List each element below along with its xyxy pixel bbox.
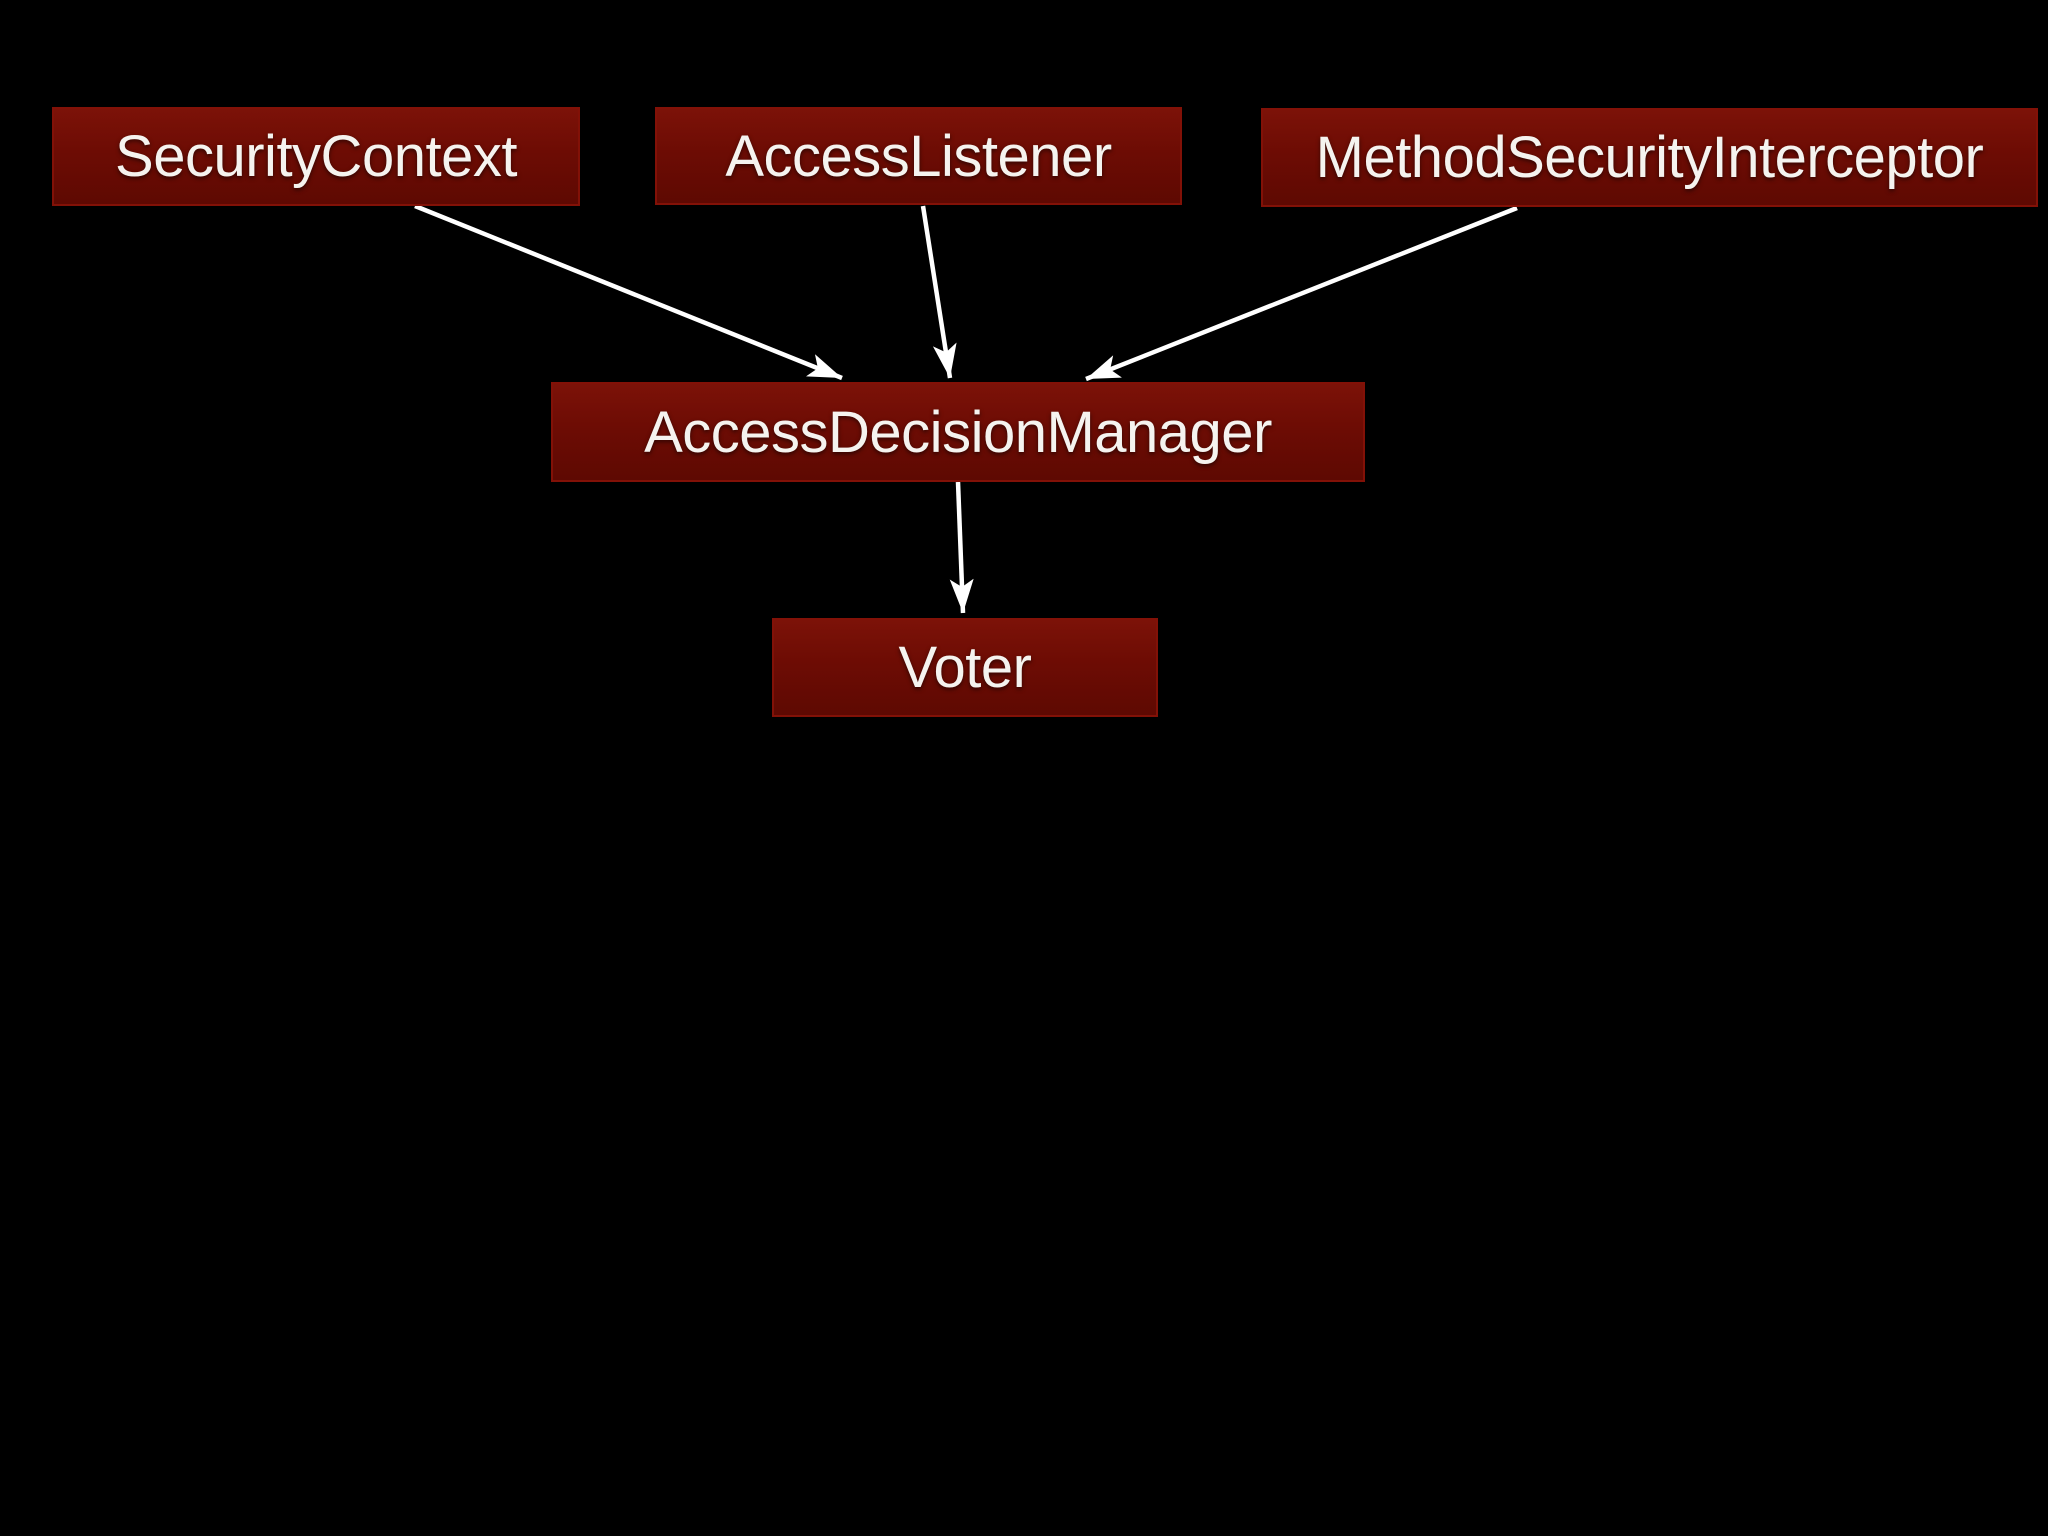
node-voter: Voter [772,618,1158,717]
node-access-decision-manager: AccessDecisionManager [551,382,1365,482]
node-access-listener-label: AccessListener [725,123,1112,189]
node-security-context: SecurityContext [52,107,580,206]
node-access-listener: AccessListener [655,107,1182,205]
node-method-security-interceptor-label: MethodSecurityInterceptor [1315,125,1984,190]
node-access-decision-manager-label: AccessDecisionManager [644,399,1272,465]
arrow-accessdecisionmanager-to-voter [949,481,974,614]
node-security-context-label: SecurityContext [115,124,517,189]
node-method-security-interceptor: MethodSecurityInterceptor [1261,108,2038,207]
node-voter-label: Voter [898,635,1032,700]
arrow-securitycontext-to-accessdecisionmanager [414,203,843,381]
arrow-methodsecurityinterceptor-to-accessdecisionmanager [1085,205,1518,382]
arrow-accesslistener-to-accessdecisionmanager [920,205,957,379]
